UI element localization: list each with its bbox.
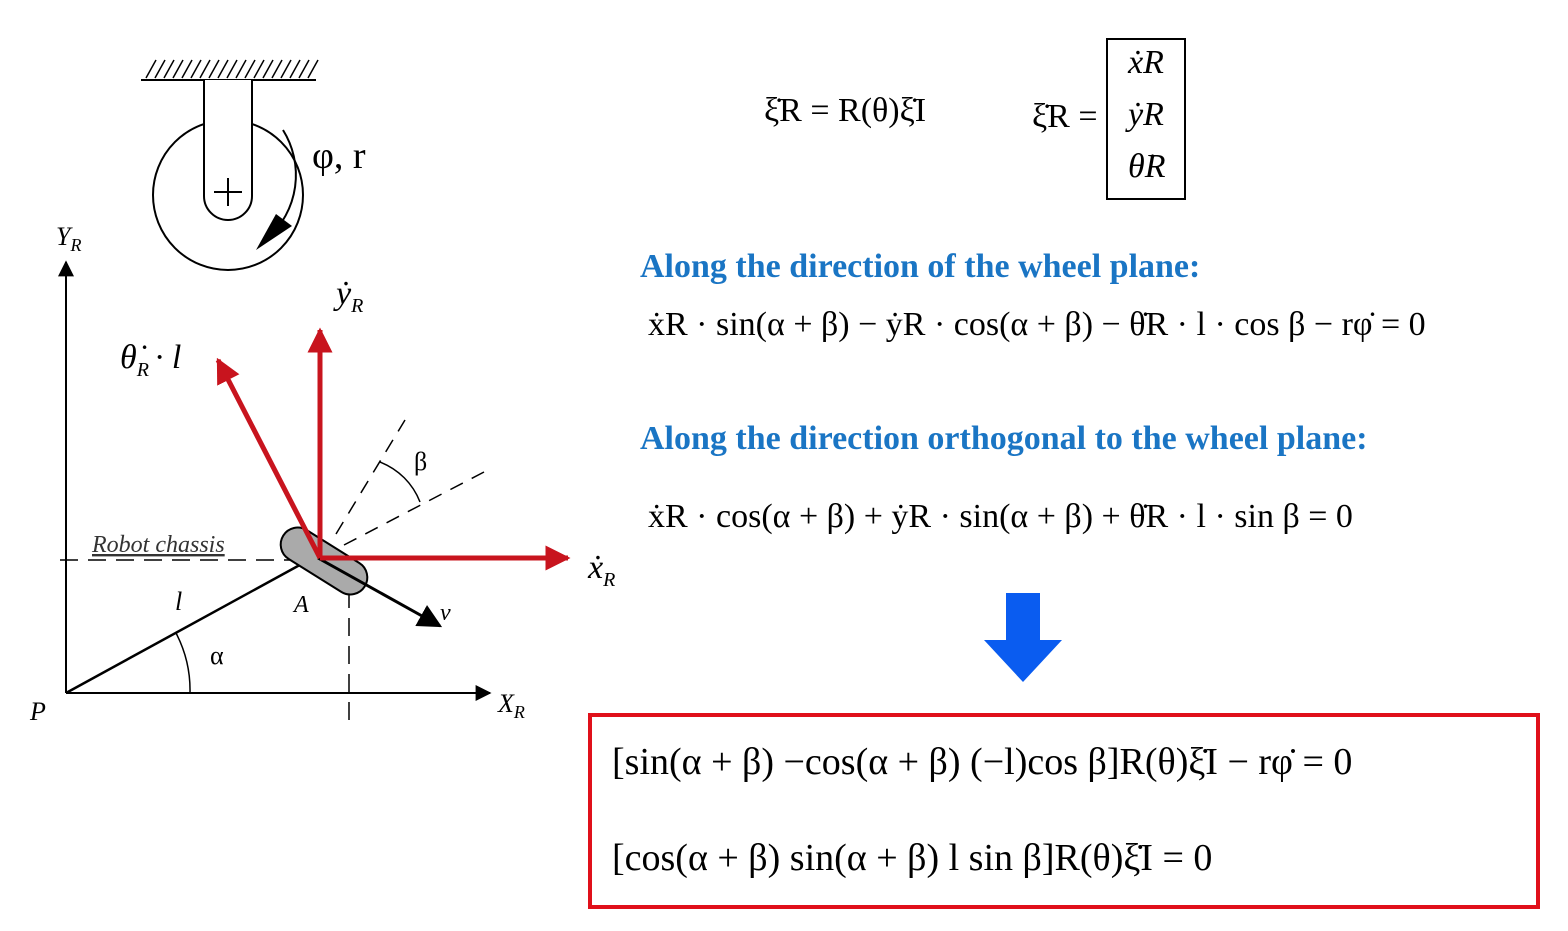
beta-angle: β [335,419,485,546]
wheel-top-view: v [279,526,451,628]
hatch-line [280,59,292,79]
thetadot-l-arrow [215,357,323,560]
wheel-side-view: φ, r [141,59,366,271]
hatch-line [172,59,184,79]
hatch-line [235,59,247,79]
down-arrow-icon [984,593,1062,682]
ceiling-hatching [145,59,319,79]
hatch-line [190,59,202,79]
hatch-line [244,59,256,79]
x-axis-label: XR [497,689,525,722]
robot-frame-axes: YR XR P [29,222,525,726]
point-a-label: A [292,592,309,618]
hatch-line [145,59,157,79]
hatch-line [298,59,310,79]
eq-top-left: ξ̇R = R(θ)ξ̇I [764,92,927,129]
eq-sliding-constraint: ẋR · cos(α + β) + ẏR · sin(α + β) + θ̇R … [648,498,1353,535]
eq-rolling-constraint: ẋR · sin(α + β) − ẏR · cos(α + β) − θ̇R … [648,306,1426,343]
alpha-arc [175,632,191,694]
hatch-line [262,59,274,79]
origin-label: P [29,697,46,726]
result-box [588,713,1540,909]
hatch-line [199,59,211,79]
hatch-line [163,59,175,79]
hatch-line [307,59,319,79]
eq-top-right-lhs: ξ̇R = [1032,98,1098,135]
beta-arc [379,461,421,503]
arm-line [65,553,319,695]
wheel-fork [203,80,253,221]
y-axis-label: YR [56,222,81,255]
boxed-eq-sliding: [cos(α + β) sin(α + β) l sin β]R(θ)ξ̇I =… [612,837,1213,879]
hatch-line [271,59,283,79]
vector-entry-thetadot: θ̇R [1128,148,1166,185]
chassis-guides: Robot chassis [60,532,350,724]
beta-label: β [414,447,427,476]
alpha-label: α [210,641,224,670]
chassis-label: Robot chassis [91,532,225,558]
vector-entry-xdot: ẋR [1128,44,1164,81]
hatch-line [217,59,229,79]
thetadot-l-label: θ̇R· l [120,339,181,381]
beta-dashed-2 [343,471,485,546]
hatch-line [208,59,220,79]
length-label: l [175,587,182,616]
rotation-arrowhead [256,214,292,250]
heading-orthogonal: Along the direction orthogonal to the wh… [640,420,1368,457]
wheel-params-label: φ, r [312,135,366,177]
xdot-label: ẋR [587,549,615,591]
arm-and-alpha: α l A [65,553,319,695]
hatch-line [154,59,166,79]
beta-dashed-1 [335,419,406,535]
boxed-eq-rolling: [sin(α + β) −cos(α + β) (−l)cos β]R(θ)ξ̇… [612,741,1353,783]
ydot-label: ẏR [333,275,363,317]
heading-wheel-plane: Along the direction of the wheel plane: [640,248,1201,285]
hatch-line [226,59,238,79]
velocity-arrow [317,556,443,628]
hatch-line [253,59,265,79]
vector-entry-ydot: ẏR [1128,96,1164,133]
hatch-line [181,59,193,79]
velocity-vector: ẋR ẏR θ̇R [1106,38,1186,200]
velocity-label: v [440,600,451,626]
hatch-line [289,59,301,79]
